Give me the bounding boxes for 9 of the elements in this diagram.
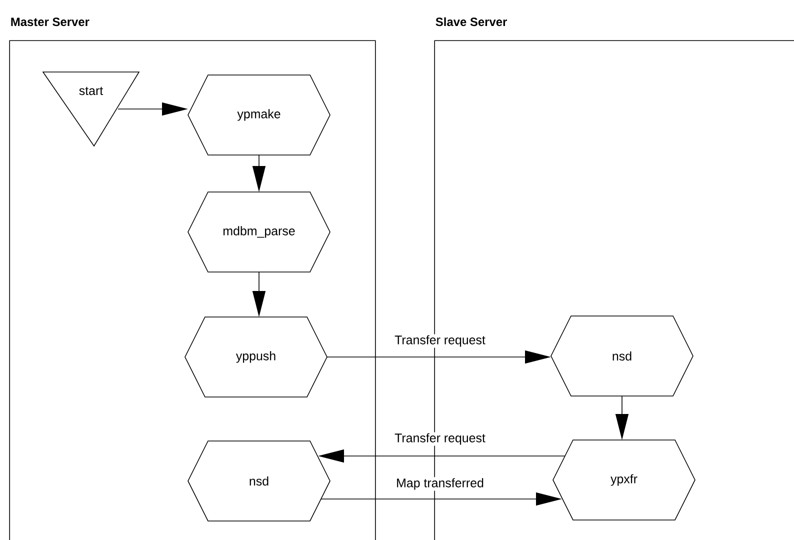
edge-label: Transfer request bbox=[394, 334, 486, 348]
process-hexagon: mdbm_parse bbox=[188, 192, 330, 272]
edge-label: Map transferred bbox=[395, 477, 485, 491]
edge-label: Transfer request bbox=[394, 432, 486, 446]
process-hexagon: nsd bbox=[550, 316, 694, 396]
process-hexagon: ypmake bbox=[188, 74, 330, 156]
process-hexagon: yppush bbox=[184, 316, 328, 398]
process-hexagon: nsd bbox=[188, 440, 330, 522]
process-hexagon: ypxfr bbox=[552, 440, 696, 520]
